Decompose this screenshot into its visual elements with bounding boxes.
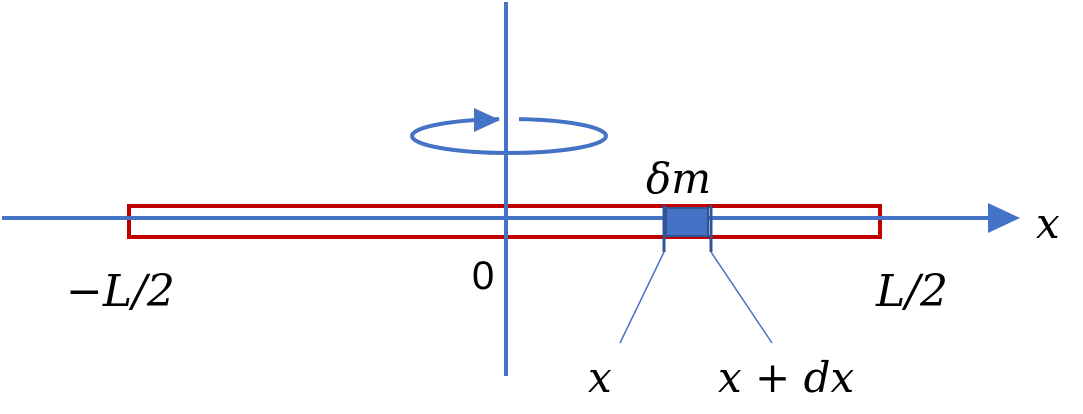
rotation-arrow-gap: [499, 112, 519, 126]
element-start-label: x: [588, 353, 612, 402]
mass-element: [665, 207, 709, 237]
left-end-label: −L/2: [66, 266, 175, 317]
element-end-label: x + dx: [718, 353, 854, 402]
rotation-arrowhead-icon: [474, 108, 500, 132]
element-end-leader: [710, 251, 773, 344]
right-end-label: L/2: [875, 266, 948, 317]
element-start-leader: [619, 251, 665, 344]
x-axis-label: x: [1036, 199, 1060, 248]
origin-label: 0: [472, 254, 494, 298]
x-axis-arrowhead-icon: [988, 203, 1020, 233]
mass-element-label: δm: [646, 154, 711, 203]
